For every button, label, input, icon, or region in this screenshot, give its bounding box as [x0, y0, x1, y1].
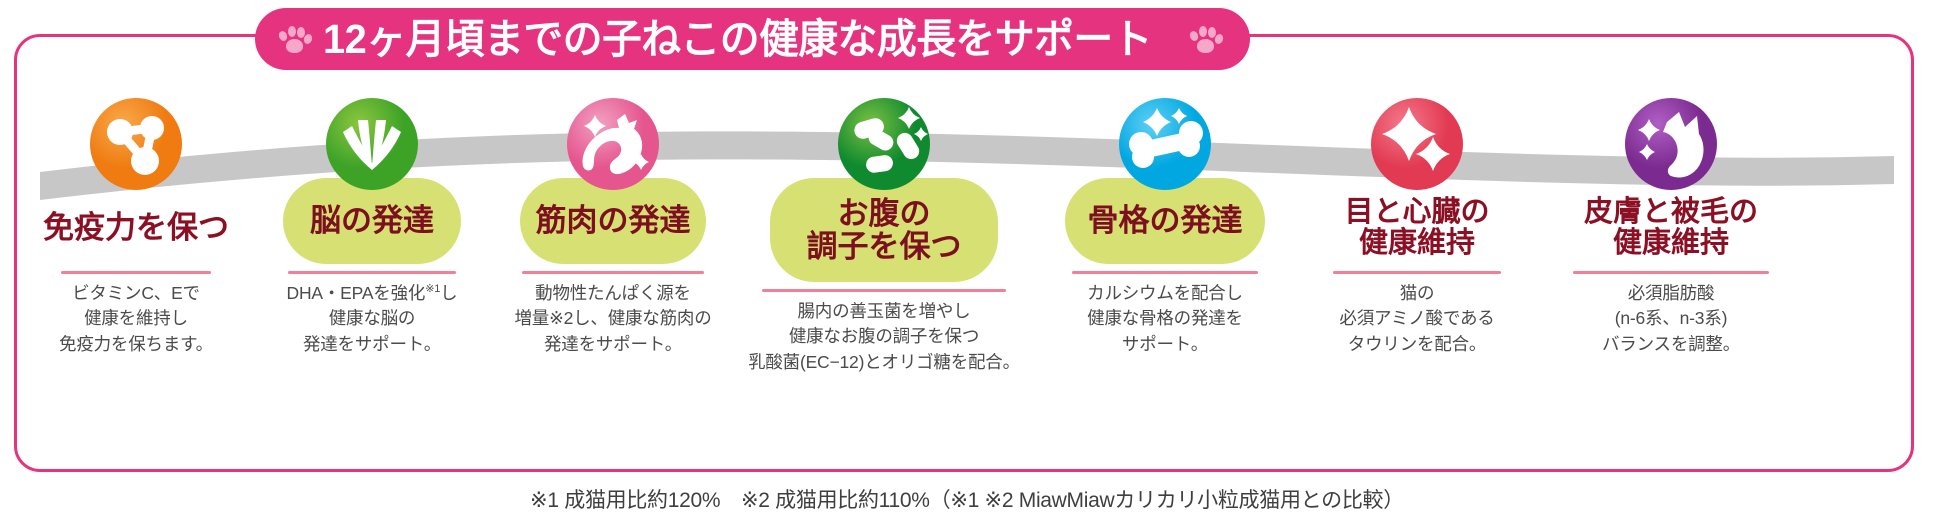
benefit-description: カルシウムを配合し 健康な骨格の発達を サポート。	[1087, 283, 1243, 354]
sparkle-icon	[1369, 96, 1465, 192]
stretching-cat-icon	[565, 96, 661, 192]
benefit-title-slot: 骨格の発達	[1065, 178, 1265, 264]
benefit-title: 筋肉の発達	[535, 203, 691, 239]
benefit-description: DHA・EPAを強化※1し 健康な脳の 発達をサポート。	[286, 283, 458, 354]
benefit-description: 腸内の善玉菌を増やし 健康なお腹の調子を保つ 乳酸菌(EC−12)とオリゴ糖を配…	[748, 301, 1020, 372]
brain-burst-icon	[324, 96, 420, 192]
divider-rule	[762, 289, 1006, 292]
molecule-icon	[88, 96, 184, 192]
footnote: ※1 成猫用比約120% ※2 成猫用比約110%（※1 ※2 MiawMiaw…	[530, 489, 1404, 512]
benefit-title: お腹の 調子を保つ	[806, 195, 962, 264]
divider-rule	[1333, 271, 1501, 274]
bacteria-icon	[836, 96, 932, 192]
paw-icon-left	[277, 23, 314, 55]
benefit-title-slot: 目と心臓の 健康維持	[1344, 178, 1489, 264]
benefit-title: 骨格の発達	[1087, 203, 1243, 239]
benefit-title-slot: 脳の発達	[283, 178, 461, 264]
divider-rule	[61, 271, 211, 274]
benefit-column-muscle: 筋肉の発達動物性たんぱく源を 増量※2し、健康な筋肉の 発達をサポート。	[490, 96, 736, 357]
benefit-description: 必須脂肪酸 (n-6系、n-3系) バランスを調整。	[1601, 283, 1741, 354]
benefit-title: 皮膚と被毛の 健康維持	[1583, 195, 1758, 259]
benefit-title: 免疫力を保つ	[43, 210, 229, 246]
divider-rule	[1573, 271, 1769, 274]
benefit-description: ビタミンC、Eで 健康を維持し 免疫力を保ちます。	[59, 283, 213, 354]
benefit-title-slot: 免疫力を保つ	[43, 178, 229, 264]
benefit-column-bone: 骨格の発達カルシウムを配合し 健康な骨格の発達を サポート。	[1032, 96, 1298, 357]
connector-band	[40, 120, 1894, 210]
benefit-title: 目と心臓の 健康維持	[1344, 195, 1490, 259]
header-banner: 12ヶ月頃までの子ねこの健康な成長をサポート	[255, 8, 1250, 70]
divider-rule	[288, 271, 456, 274]
benefit-title-slot: 筋肉の発達	[520, 178, 706, 264]
benefit-column-stomach: お腹の 調子を保つ腸内の善玉菌を増やし 健康なお腹の調子を保つ 乳酸菌(EC−1…	[736, 96, 1032, 375]
paw-icon-right	[1188, 23, 1225, 55]
benefit-title: 脳の発達	[310, 203, 434, 239]
bone-icon	[1117, 96, 1213, 192]
benefit-columns: 免疫力を保つビタミンC、Eで 健康を維持し 免疫力を保ちます。 脳の発達 DHA・E…	[18, 96, 1916, 436]
benefit-column-skin-coat: 皮膚と被毛の 健康維持必須脂肪酸 (n-6系、n-3系) バランスを調整。	[1536, 96, 1806, 357]
banner-title: 12ヶ月頃までの子ねこの健康な成長をサポート	[323, 15, 1152, 62]
benefit-title-slot: 皮膚と被毛の 健康維持	[1584, 178, 1758, 264]
benefit-description: 猫の 必須アミノ酸である タウリンを配合。	[1339, 283, 1495, 354]
benefit-title-slot: お腹の 調子を保つ	[770, 178, 998, 282]
benefit-column-immunity: 免疫力を保つビタミンC、Eで 健康を維持し 免疫力を保ちます。	[18, 96, 254, 357]
benefit-description: 動物性たんぱく源を 増量※2し、健康な筋肉の 発達をサポート。	[514, 283, 712, 354]
divider-rule	[522, 271, 704, 274]
cat-silhouette-icon	[1623, 96, 1719, 192]
benefit-column-eye-heart: 目と心臓の 健康維持猫の 必須アミノ酸である タウリンを配合。	[1298, 96, 1536, 357]
divider-rule	[1072, 271, 1258, 274]
benefit-column-brain: 脳の発達 DHA・EPAを強化※1し 健康な脳の 発達をサポート。	[254, 96, 490, 357]
